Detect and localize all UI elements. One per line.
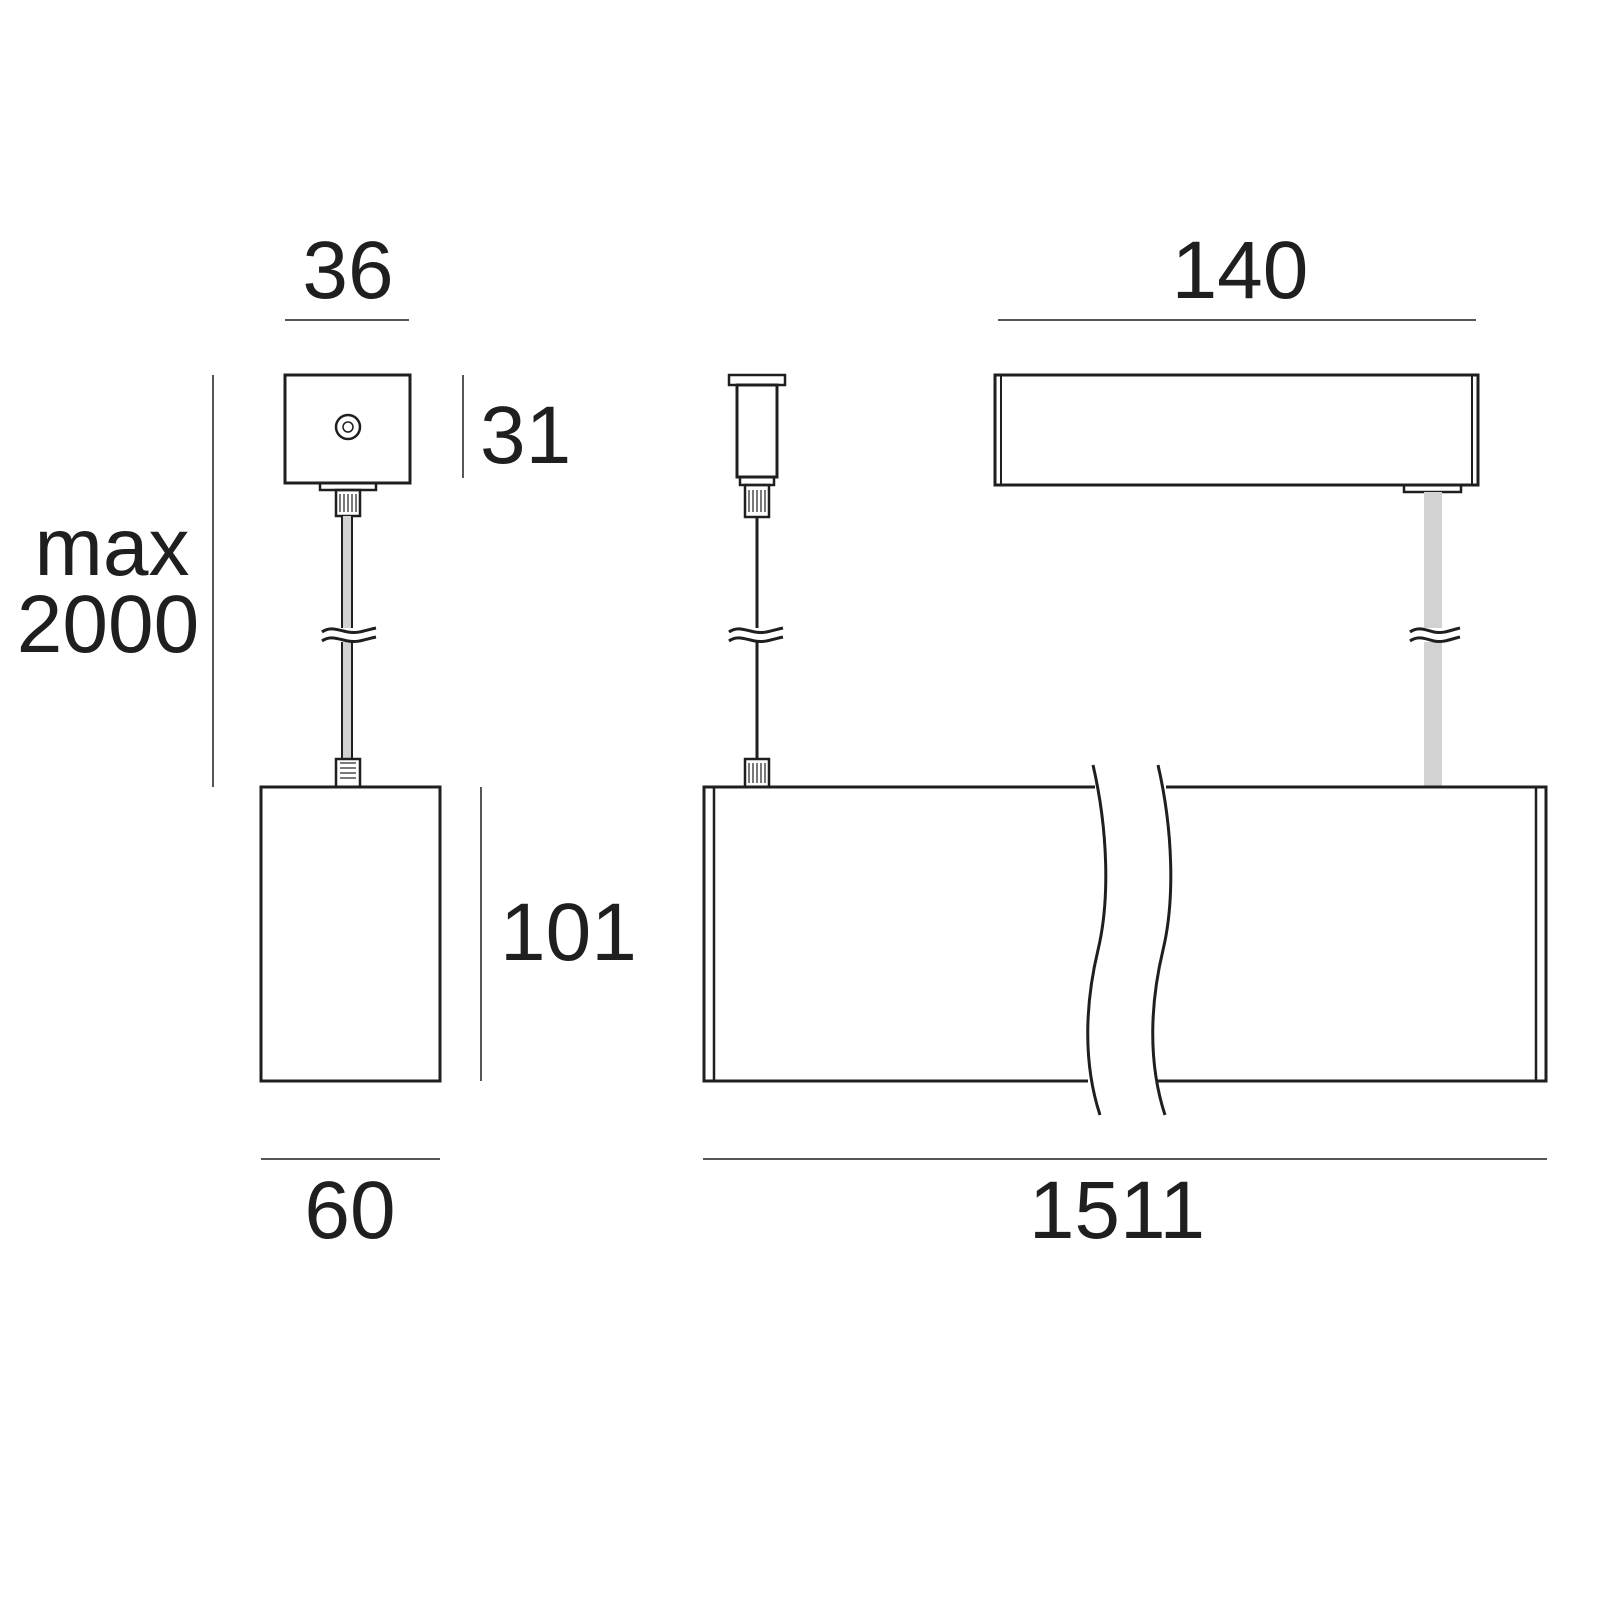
front-break-icon: [728, 626, 784, 643]
dim-body-length: 1511: [1029, 1165, 1205, 1256]
dim-suspension-label: max: [35, 502, 190, 593]
side-top-gripper-ridges: [339, 494, 357, 512]
dim-suspension-value: 2000: [17, 579, 199, 670]
dim-canopy-height: 31: [480, 390, 571, 481]
front-body-right-segment: [1158, 785, 1548, 1083]
side-canopy: [283, 373, 412, 485]
front-canopy-sleeve: [735, 383, 779, 479]
side-luminaire-body: [259, 785, 442, 1083]
front-canopy: [993, 373, 1480, 787]
dimension-lines: [212, 319, 1547, 1160]
front-body-left-segment: [702, 785, 1095, 1083]
front-body-break-right-icon: [1151, 764, 1173, 1116]
side-view: [259, 373, 442, 1083]
dim-canopy-depth: 36: [302, 225, 393, 316]
front-body-break-left-icon: [1086, 764, 1108, 1116]
side-break-icon: [321, 626, 377, 643]
canopy-screw-hex-icon: [342, 421, 354, 433]
front-bottom-gripper-ridges: [748, 763, 766, 783]
front-canopy-mount: [1402, 483, 1463, 494]
dim-body-depth: 60: [304, 1165, 395, 1256]
front-cable-detail: [727, 373, 787, 789]
dim-body-height: 101: [500, 887, 637, 978]
front-grey-break-icon: [1409, 626, 1461, 643]
dim-canopy-width: 140: [1172, 225, 1309, 316]
canopy-screw-icon: [334, 413, 362, 441]
side-bottom-gripper-ridges: [340, 762, 356, 779]
front-canopy-box: [993, 373, 1480, 487]
front-luminaire-body: [702, 764, 1548, 1116]
front-top-gripper-ridges: [748, 490, 766, 512]
